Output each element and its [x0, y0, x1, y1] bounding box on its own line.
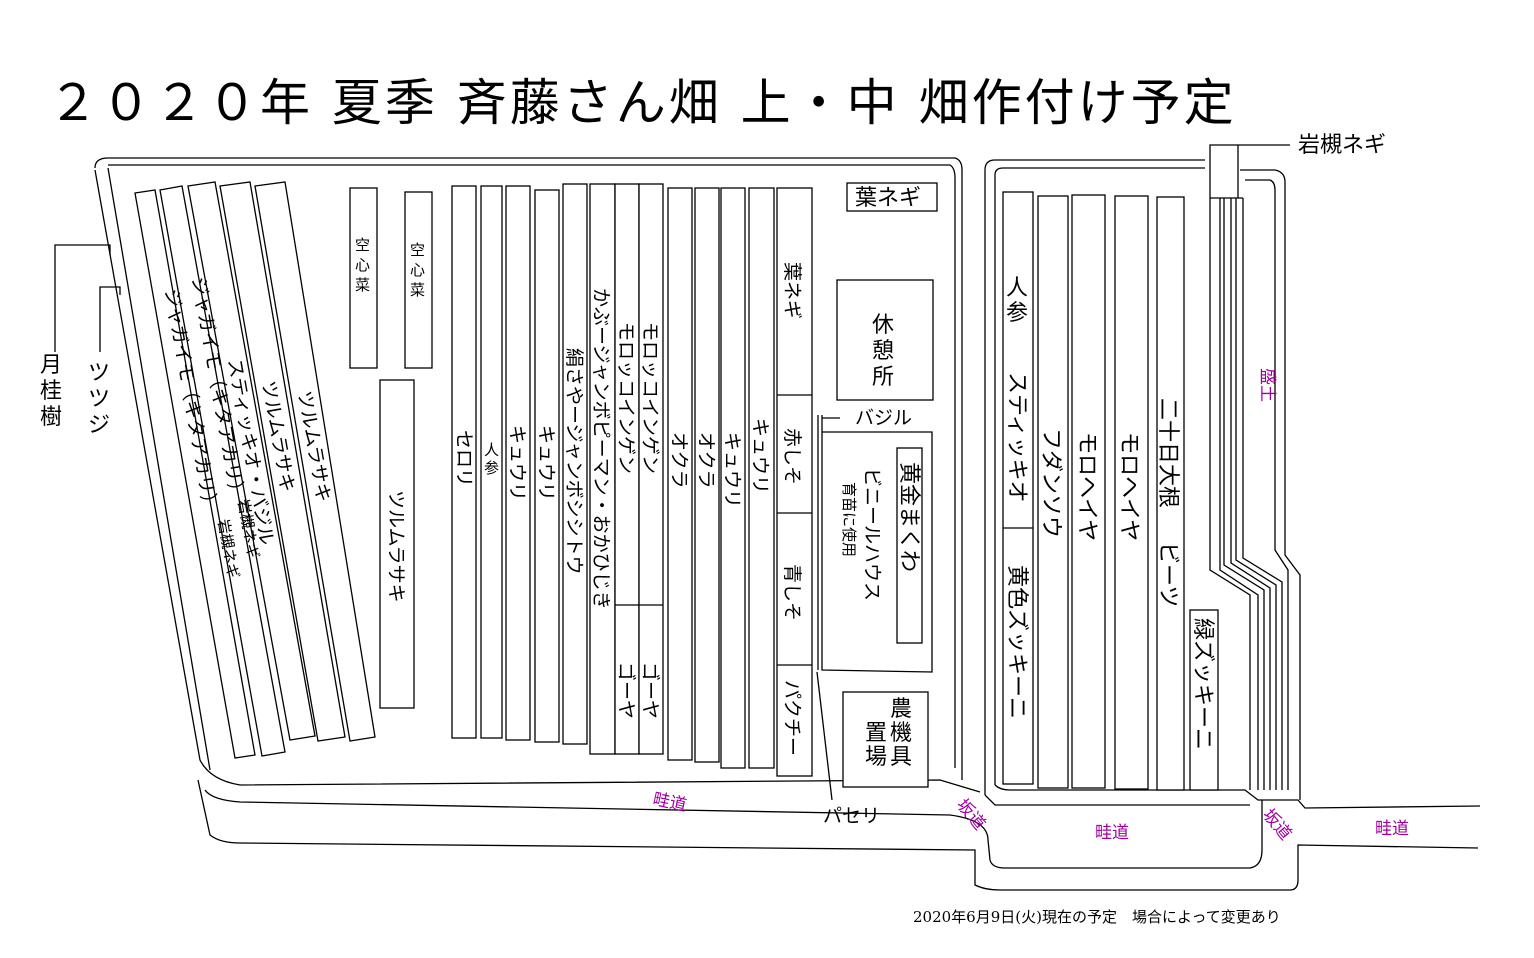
right-field-right-border [1240, 169, 1301, 800]
left-field-left-inner [107, 167, 211, 771]
nouki-box [842, 691, 929, 788]
oogon-label: 黄金まくわ [896, 462, 921, 572]
iwatsuki-negi-top-label: 岩槻ネギ [1298, 133, 1386, 158]
morido-label: 盛土 [1257, 368, 1277, 402]
nouki-label-a: 農機具 [890, 697, 912, 770]
page-title: ２０２０年 夏季 斉藤さん畑 上・中 畑作付け予定 [48, 74, 1237, 132]
stickio-label: スティッキオ [1004, 372, 1029, 503]
gekkeiju-leader [54, 244, 111, 352]
akashiso-label: 赤しそ [781, 428, 803, 485]
beets-label: ビーツ [1155, 542, 1180, 608]
hanegi-box-label: 葉ネギ [855, 186, 921, 211]
hatsuka-label: 二十日大根 [1155, 398, 1180, 508]
left-field-border-outer [94, 157, 963, 780]
celery-label: セロリ [453, 430, 475, 487]
hanegi-col-label: 葉ネギ [781, 262, 803, 319]
ninjin2-label: 人参 [1006, 276, 1028, 326]
goya2-label: ゴーヤ [639, 662, 661, 719]
fudan-label: フダンソウ [1038, 428, 1063, 538]
kyuukeisho-box [836, 279, 934, 401]
oogon-box [896, 447, 923, 644]
aze3-label: 畦道 [1375, 819, 1409, 839]
moro1-label: モロッコインゲン [615, 322, 637, 474]
right-field-border-inner [994, 167, 1205, 785]
ninjin1-label: 人参 [484, 441, 499, 477]
gekkeiju-label: 月桂樹 [40, 353, 62, 430]
aze2-label: 畦道 [1095, 823, 1129, 843]
nouki-label-b: 置場 [865, 721, 887, 770]
kuushin1-label: 空心菜 [355, 236, 370, 294]
path-lower-inner [204, 789, 1263, 869]
tsutsuji-leader [99, 286, 121, 352]
right-field-bottom [994, 784, 1481, 809]
hanegi-box [846, 182, 938, 212]
kyuuri1-label: キュウリ [506, 425, 528, 501]
kyuuri3-label: キュウリ [721, 432, 743, 508]
ikubyou-label: 育苗に使用 [840, 482, 858, 557]
path-lower-outer [197, 779, 1479, 891]
left-field-border-inner [108, 164, 956, 768]
tilted-beds [134, 181, 376, 759]
moro2-label: モロッコインゲン [639, 322, 661, 474]
right-field-bottom-outer [984, 794, 1250, 806]
vinyl-house [817, 415, 933, 673]
kiiro-label: 黄色ズッキーニ [1004, 565, 1029, 719]
aze1-label: 畦道 [651, 789, 688, 816]
sakamichi2-label: 坂道 [1258, 805, 1295, 844]
tsuru3-label: ツルムラサキ [385, 490, 407, 603]
kinusaya-label: 絹さやージャンボシシトウ [563, 348, 585, 575]
footer-note: 2020年6月9日(火)現在の予定 場合によって変更あり [913, 908, 1281, 926]
midori-label: 緑ズッキーニ [1190, 618, 1215, 750]
morohe1-label: モロヘイヤ [1074, 432, 1099, 541]
okra2-label: オクラ [695, 432, 717, 489]
kyuuri2-label: キュウリ [535, 425, 557, 501]
upright-beds [349, 183, 813, 777]
goya1-label: ゴーヤ [615, 662, 637, 719]
right-field-right-inner [1245, 179, 1289, 790]
kyuuri4-label: キュウリ [749, 418, 771, 494]
vinyl-label: ビニールハウス [861, 468, 883, 601]
basil-label: バジル [855, 407, 912, 429]
kyuukeisho-label: 休憩所 [872, 313, 894, 390]
iwatsuki-negi-strips [1209, 144, 1290, 790]
morohe2-label: モロヘイヤ [1116, 432, 1141, 541]
okra1-label: オクラ [668, 432, 690, 489]
right-field-border-outer [984, 159, 1205, 795]
paseri-leader [816, 671, 833, 801]
pakuchi-label: パクチー [781, 680, 803, 756]
aoshiso-label: 青しそ [781, 564, 803, 621]
left-field-bottom-outer [94, 169, 981, 793]
kabu-label: かぶージャンボピーマン・おかひじき [590, 288, 612, 610]
tsutsuji-label: ツツジ [88, 361, 110, 438]
right-beds [1002, 191, 1219, 791]
paseri-label: パセリ [823, 805, 880, 827]
kuushin2-label: 空心菜 [410, 241, 425, 299]
